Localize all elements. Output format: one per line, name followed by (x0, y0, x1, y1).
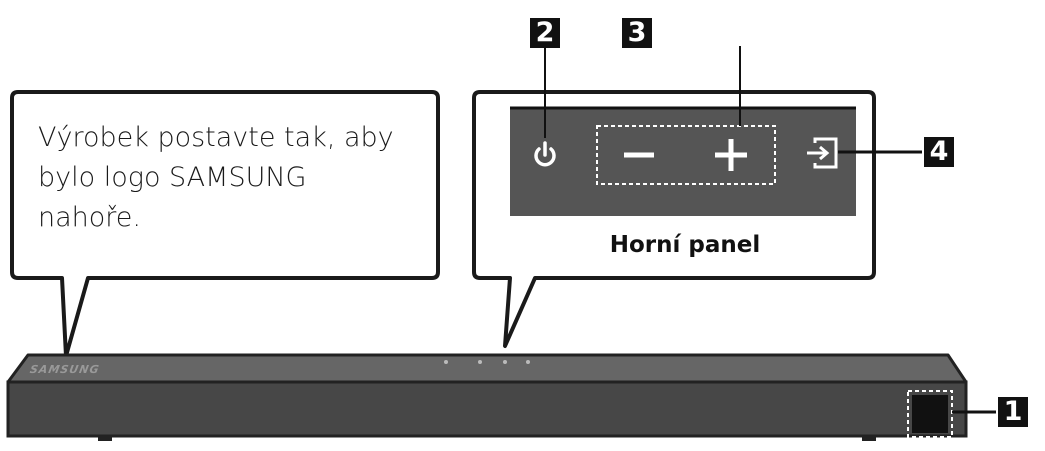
marker-3: 3 (622, 18, 652, 48)
input-source-icon (807, 137, 838, 169)
marker-1: 1 (998, 397, 1028, 427)
callout-line-2: bylo logo SAMSUNG (38, 162, 307, 193)
marker-4: 4 (924, 137, 954, 167)
soundbar-foot-left (98, 436, 112, 441)
callout-line-3: nahoře. (38, 202, 141, 233)
top-panel-label: Horní panel (609, 232, 761, 258)
volume-dashed-box (596, 125, 776, 185)
soundbar-top-surface (6, 353, 968, 384)
top-panel-area (510, 108, 856, 216)
soundbar-logo: SAMSUNG (28, 363, 101, 376)
power-icon (534, 141, 556, 167)
sensor-window (912, 395, 948, 433)
plus-icon (715, 139, 747, 171)
sensor-dashed-box (907, 390, 953, 438)
marker-2: 2 (530, 18, 560, 48)
left-speech-bubble (10, 90, 440, 358)
callout-line-1: Výrobek postavte tak, aby (38, 122, 394, 153)
soundbar-front (6, 380, 968, 438)
soundbar-foot-right (862, 436, 876, 441)
soundbar-top-buttons (444, 360, 530, 364)
left-callout-text: Výrobek postavte tak, aby bylo logo SAMS… (38, 118, 418, 238)
